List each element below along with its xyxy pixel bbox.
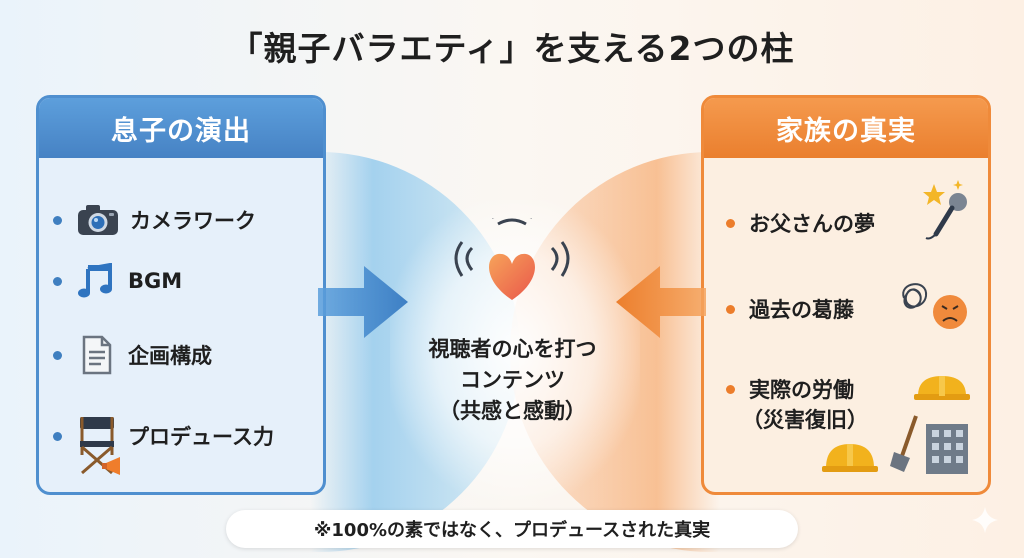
list-item-label: BGM — [128, 269, 183, 293]
right-panel-heading: 家族の真実 — [704, 98, 988, 158]
bullet-dot — [53, 215, 62, 225]
bullet-dot — [53, 431, 62, 441]
right-arrow-icon — [318, 262, 410, 346]
page-title: 「親子バラエティ」を支える2つの柱 — [229, 29, 795, 68]
document-icon — [76, 335, 116, 375]
list-item-conflict: 過去の葛藤 — [726, 294, 854, 324]
list-item-label: お父さんの夢 — [749, 212, 875, 236]
center-line-3: （共感と感動） — [439, 399, 586, 423]
director-chair-icon — [76, 415, 122, 481]
right-panel: 家族の真実 お父さんの夢 過去の葛藤 実際の労働 （災害復旧） — [701, 95, 991, 495]
list-item-bgm: BGM — [53, 262, 183, 299]
list-item-labor: 実際の労働 — [726, 374, 854, 404]
list-item-label: 実際の労働 — [749, 378, 854, 402]
list-item-label: プロデュース力 — [128, 425, 274, 449]
bullet-dot — [53, 350, 62, 360]
bullet-dot — [726, 384, 735, 394]
left-panel: 息子の演出 カメラワーク BGM — [36, 95, 326, 495]
center-line-2: コンテンツ — [460, 368, 565, 392]
heart-icon — [452, 212, 572, 322]
microphone-star-icon — [918, 180, 976, 248]
bullet-dot — [726, 218, 735, 228]
bullet-dot — [53, 276, 62, 286]
sparkle-icon — [970, 505, 1000, 539]
footer-note: ※100%の素ではなく、プロデュースされた真実 — [226, 510, 798, 548]
list-item-camera: カメラワーク — [53, 203, 256, 237]
list-item-label: カメラワーク — [130, 209, 256, 233]
list-item-label: 企画構成 — [128, 344, 212, 368]
music-note-icon — [76, 262, 116, 299]
list-item-label: 過去の葛藤 — [749, 298, 854, 322]
center-line-1: 視聴者の心を打つ — [428, 337, 597, 361]
hardhat-shovel-building-icon — [822, 364, 988, 480]
left-panel-heading: 息子の演出 — [39, 98, 323, 158]
center-glow — [390, 200, 640, 500]
bullet-dot — [726, 304, 735, 314]
camera-icon — [76, 203, 120, 237]
list-item-planning: 企画構成 — [53, 335, 212, 375]
list-item-dream: お父さんの夢 — [726, 208, 875, 238]
left-arrow-icon — [614, 262, 706, 346]
tangle-sad-face-icon — [894, 276, 974, 336]
list-item-produce: プロデュース力 — [53, 403, 274, 475]
center-message: 視聴者の心を打つ コンテンツ （共感と感動） — [400, 334, 625, 427]
list-item-sublabel: （災害復旧） — [742, 408, 868, 432]
